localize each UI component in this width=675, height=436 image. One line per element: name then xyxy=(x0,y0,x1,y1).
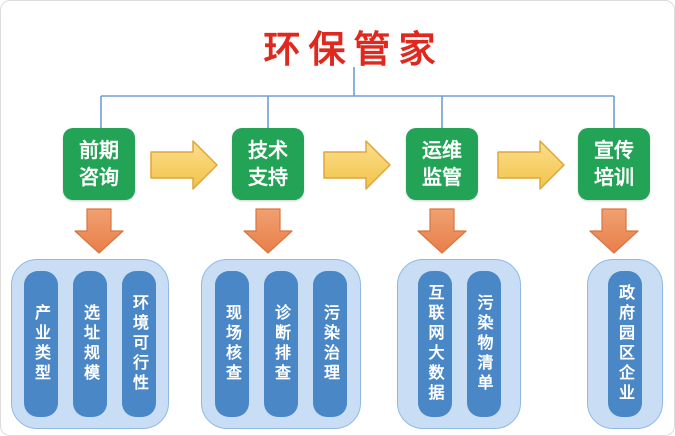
panel-item: 现场核查 xyxy=(215,271,249,417)
panel-item-label: 选址规模 xyxy=(81,304,100,384)
stage-box-xuanchuan-peixun: 宣传 培训 xyxy=(578,128,650,200)
panel-qianqi-zixun: 产业类型 选址规模 环境可行性 xyxy=(11,259,169,429)
panel-yunwei-jianguan: 互联网大数据 污染物清单 xyxy=(397,259,521,429)
page-title: 环保管家 xyxy=(263,28,444,71)
panel-item-label: 现场核查 xyxy=(223,304,242,384)
panel-item: 环境可行性 xyxy=(122,271,156,417)
panel-item: 选址规模 xyxy=(73,271,107,417)
panel-item: 产业类型 xyxy=(24,271,58,417)
panel-item: 污染治理 xyxy=(313,271,347,417)
panel-item-label: 产业类型 xyxy=(32,304,51,384)
panel-item-label: 污染治理 xyxy=(321,304,340,384)
panel-item: 诊断排查 xyxy=(264,271,298,417)
right-arrow-icon xyxy=(150,140,218,190)
panel-xuanchuan-peixun: 政府园区企业 xyxy=(587,259,663,429)
connector-lines xyxy=(100,67,615,128)
panel-item-label: 诊断排查 xyxy=(272,304,291,384)
stage-box-qianqi-zixun: 前期 咨询 xyxy=(63,128,135,200)
panel-item: 污染物清单 xyxy=(466,271,501,417)
down-arrow-icon xyxy=(243,208,293,254)
stage-box-jishu-zhichi: 技术 支持 xyxy=(232,128,304,200)
panel-item-label: 污染物清单 xyxy=(474,294,494,394)
panel-jishu-zhichi: 现场核查 诊断排查 污染治理 xyxy=(201,259,361,429)
panel-item-label: 环境可行性 xyxy=(130,294,149,394)
right-arrow-icon xyxy=(497,140,565,190)
stage-box-yunwei-jianguan: 运维 监管 xyxy=(406,128,478,200)
panel-item: 互联网大数据 xyxy=(417,271,452,417)
panel-item-label: 政府园区企业 xyxy=(616,284,635,404)
down-arrow-icon xyxy=(417,208,467,254)
panel-item-label: 互联网大数据 xyxy=(425,284,445,404)
down-arrow-icon xyxy=(74,208,124,254)
right-arrow-icon xyxy=(323,140,391,190)
panel-item: 政府园区企业 xyxy=(608,271,642,417)
down-arrow-icon xyxy=(589,208,639,254)
